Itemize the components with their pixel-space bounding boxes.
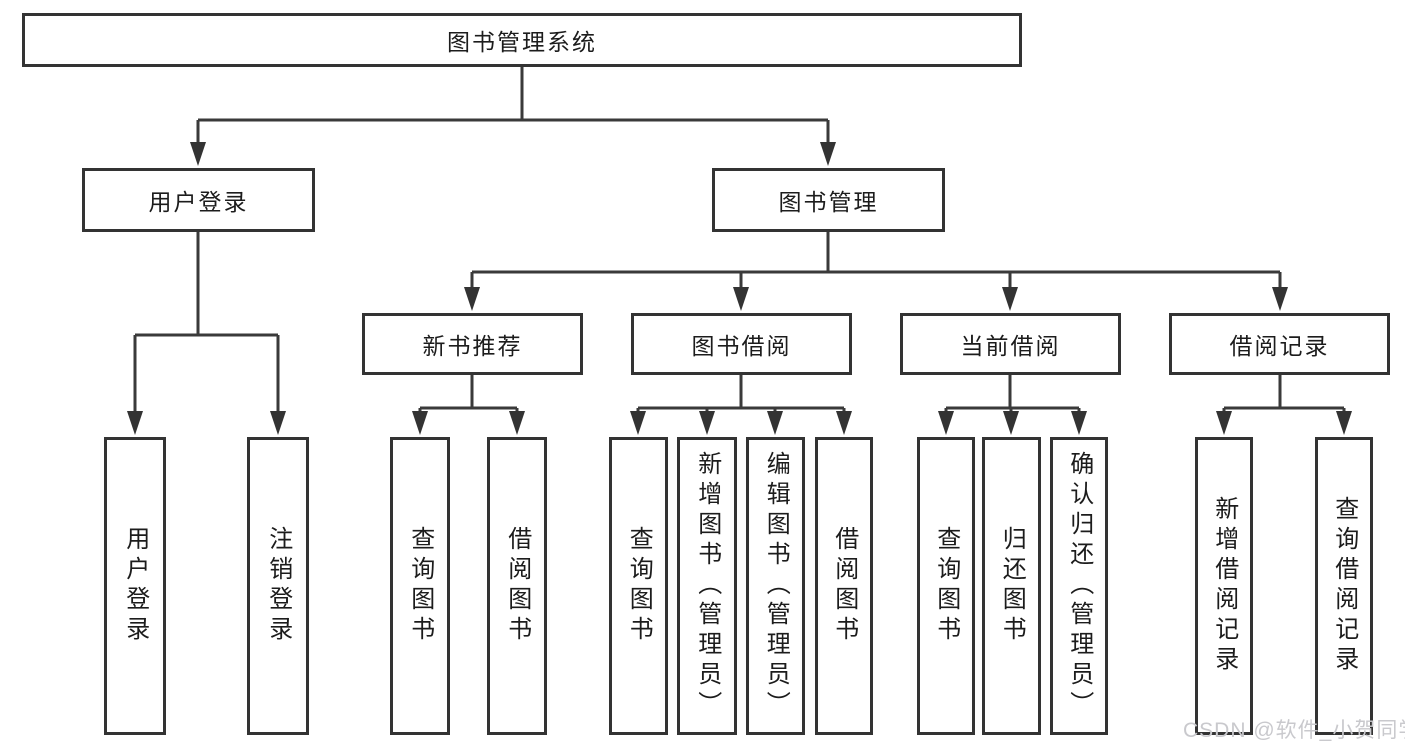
connector-new-book-recommend-to-children xyxy=(412,375,525,435)
leaf-confirm-return-admin-label: 确认归还（管理员） xyxy=(1065,451,1093,721)
node-book-borrow-label: 图书借阅 xyxy=(691,333,792,359)
node-book-borrow: 图书借阅 xyxy=(631,313,852,375)
leaf-borrow-books-recommend: 借阅图书 xyxy=(487,437,547,735)
csdn-watermark: CSDN @软件_小贺同学 xyxy=(1183,719,1405,742)
leaf-query-books-recommend-label: 查询图书 xyxy=(406,526,434,646)
node-book-management-label: 图书管理 xyxy=(778,189,879,215)
leaf-add-borrow-record-label: 新增借阅记录 xyxy=(1210,496,1238,676)
leaf-query-books-borrow: 查询图书 xyxy=(609,437,668,735)
node-user-login: 用户登录 xyxy=(82,168,315,232)
node-borrow-records-label: 借阅记录 xyxy=(1229,333,1330,359)
node-root: 图书管理系统 xyxy=(22,13,1022,67)
leaf-borrow-books-recommend-label: 借阅图书 xyxy=(503,526,531,646)
node-current-borrow-label: 当前借阅 xyxy=(960,333,1061,359)
connector-user-login-to-children xyxy=(127,232,286,435)
leaf-borrow-books-label: 借阅图书 xyxy=(830,526,858,646)
connector-book-borrow-to-children xyxy=(630,375,852,435)
leaf-query-borrow-record: 查询借阅记录 xyxy=(1315,437,1373,735)
leaf-user-login: 用户登录 xyxy=(104,437,166,735)
connector-book-management-to-children xyxy=(464,232,1288,311)
node-borrow-records: 借阅记录 xyxy=(1169,313,1390,375)
node-root-label: 图书管理系统 xyxy=(447,29,597,55)
leaf-logout-label: 注销登录 xyxy=(264,526,292,646)
leaf-return-book-label: 归还图书 xyxy=(998,526,1026,646)
node-user-login-label: 用户登录 xyxy=(148,189,249,215)
node-book-management: 图书管理 xyxy=(712,168,945,232)
leaf-edit-book-admin: 编辑图书（管理员） xyxy=(746,437,805,735)
connector-current-borrow-to-children xyxy=(938,375,1087,435)
leaf-query-books-current: 查询图书 xyxy=(917,437,975,735)
connector-root-to-children xyxy=(190,67,836,166)
node-new-book-recommend: 新书推荐 xyxy=(362,313,583,375)
leaf-add-book-admin: 新增图书（管理员） xyxy=(677,437,737,735)
leaf-query-books-borrow-label: 查询图书 xyxy=(625,526,653,646)
leaf-user-login-label: 用户登录 xyxy=(121,526,149,646)
leaf-query-books-recommend: 查询图书 xyxy=(390,437,450,735)
leaf-borrow-books: 借阅图书 xyxy=(815,437,873,735)
leaf-edit-book-admin-label: 编辑图书（管理员） xyxy=(762,451,790,721)
leaf-confirm-return-admin: 确认归还（管理员） xyxy=(1050,437,1108,735)
leaf-add-book-admin-label: 新增图书（管理员） xyxy=(693,451,721,721)
leaf-query-books-current-label: 查询图书 xyxy=(932,526,960,646)
leaf-query-borrow-record-label: 查询借阅记录 xyxy=(1330,496,1358,676)
node-current-borrow: 当前借阅 xyxy=(900,313,1121,375)
leaf-add-borrow-record: 新增借阅记录 xyxy=(1195,437,1253,735)
leaf-return-book: 归还图书 xyxy=(982,437,1041,735)
leaf-logout: 注销登录 xyxy=(247,437,309,735)
connector-borrow-records-to-children xyxy=(1216,375,1352,435)
node-new-book-recommend-label: 新书推荐 xyxy=(422,333,523,359)
